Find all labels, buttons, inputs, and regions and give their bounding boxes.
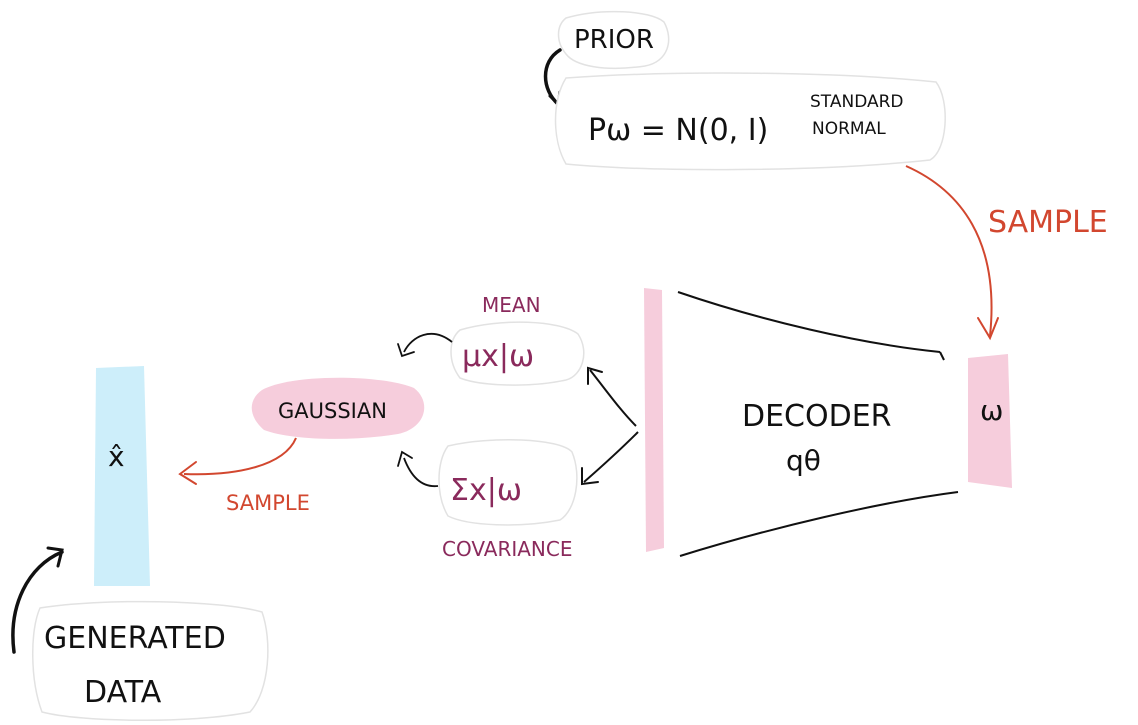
prior-formula-bubble: Pω = N(0, I) STANDARD NORMAL	[554, 72, 946, 171]
prior-title-bubble: PRIOR	[557, 10, 670, 70]
decoder-param: qθ	[786, 444, 821, 477]
latent-block	[968, 354, 1012, 488]
arrow-to-covariance	[583, 431, 639, 483]
sample-arrow-top	[905, 165, 993, 337]
output-symbol: x̂	[108, 440, 125, 473]
decoder-label: DECODER	[742, 399, 892, 434]
sample-arrow-bottom	[183, 437, 297, 476]
mean-label: MEAN	[482, 293, 541, 317]
gaussian-blob	[251, 377, 425, 439]
prior-note-line1: STANDARD	[810, 92, 904, 112]
latent-symbol: ω	[980, 394, 1003, 427]
arrow-covariance-to-gaussian	[403, 457, 439, 487]
covariance-label: COVARIANCE	[442, 537, 572, 561]
generated-callout-curve	[11, 550, 64, 654]
sample-label-top: SAMPLE	[988, 205, 1108, 240]
mean-symbol: μx|ω	[462, 339, 534, 374]
gaussian-label: GAUSSIAN	[278, 399, 387, 423]
sample-arrow-top-head	[977, 317, 999, 341]
generated-callout-arrowhead	[46, 546, 64, 568]
generated-data-bar	[94, 366, 150, 586]
generated-data-bubble: GENERATED DATA	[31, 600, 269, 722]
arrow-to-mean-head	[587, 366, 603, 385]
prior-note-line2: NORMAL	[812, 119, 886, 139]
prior-title: PRIOR	[574, 25, 654, 55]
arrow-mean-to-gaussian	[403, 333, 453, 353]
decoder-output-bar	[644, 288, 664, 552]
arrow-covariance-to-gaussian-head	[397, 450, 413, 467]
generated-caption-line2: DATA	[84, 675, 162, 710]
sample-label-bottom: SAMPLE	[226, 491, 310, 515]
decoder-network	[677, 291, 959, 557]
arrow-to-mean	[589, 369, 637, 427]
mean-bubble: μx|ω	[450, 321, 585, 386]
generated-caption-line1: GENERATED	[44, 621, 226, 656]
covariance-symbol: Σx|ω	[450, 473, 522, 508]
arrow-to-covariance-head	[581, 467, 599, 486]
arrow-mean-to-gaussian-head	[397, 343, 415, 358]
covariance-bubble: Σx|ω	[438, 439, 578, 526]
sample-arrow-bottom-head	[178, 461, 197, 485]
prior-formula: Pω = N(0, I)	[588, 113, 768, 148]
